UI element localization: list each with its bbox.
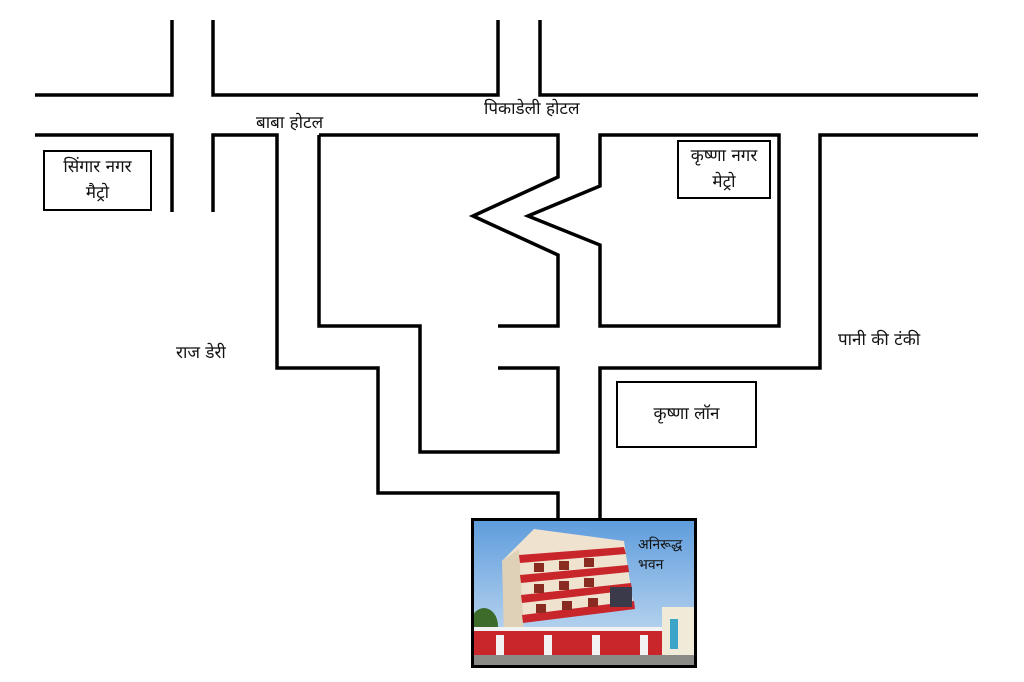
road-outline bbox=[211, 20, 500, 97]
building-illustration bbox=[474, 521, 694, 665]
road-outline bbox=[35, 20, 174, 97]
destination-name-line2: भवन bbox=[638, 557, 664, 574]
singar-nagar-metro-box: सिंगार नगर मैट्रो bbox=[43, 150, 152, 211]
road-outline bbox=[523, 133, 781, 328]
singar-nagar-metro-line1: सिंगार नगर bbox=[63, 157, 132, 177]
landmark-piccadilly-hotel: पिकाडेली होटल bbox=[484, 99, 580, 119]
road-outline bbox=[538, 20, 978, 97]
krishna-lawn-label: कृष्णा लॉन bbox=[653, 404, 720, 424]
road-outline bbox=[598, 133, 978, 518]
krishna-nagar-metro-line1: कृष्णा नगर bbox=[690, 146, 758, 166]
road-outline bbox=[35, 133, 174, 212]
landmark-raj-dairy: राज डेरी bbox=[176, 343, 226, 363]
road-outline bbox=[211, 133, 560, 518]
krishna-nagar-metro-line2: मेट्रो bbox=[712, 171, 736, 192]
krishna-nagar-metro-box: कृष्णा नगर मेट्रो bbox=[677, 140, 771, 199]
destination-name-line1: अनिरूद्ध bbox=[638, 537, 683, 553]
anirudh-bhawan-photo: अनिरूद्ध भवन bbox=[471, 518, 697, 668]
road-outline bbox=[319, 133, 560, 328]
singar-nagar-metro-line2: मैट्रो bbox=[85, 182, 110, 203]
destination-caption: अनिरूद्ध भवन bbox=[638, 535, 682, 576]
landmark-water-tank: पानी की टंकी bbox=[838, 330, 921, 350]
road-outline bbox=[317, 135, 560, 454]
krishna-lawn-box: कृष्णा लॉन bbox=[616, 381, 757, 448]
landmark-baba-hotel: बाबा होटल bbox=[256, 113, 324, 133]
